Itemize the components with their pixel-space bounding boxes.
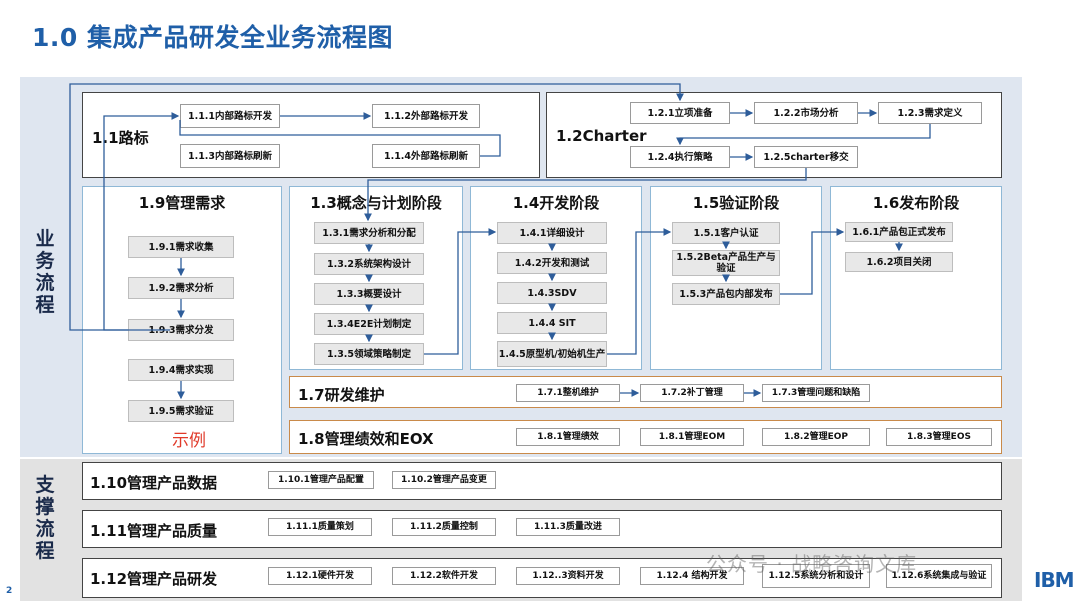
rd-step-6[interactable]: 1.12.6系统集成与验证 — [886, 564, 992, 588]
product-rd-title: 1.12管理产品研发 — [90, 570, 218, 588]
roadmap-title: 1.1路标 — [92, 129, 149, 147]
rd-step-2[interactable]: 1.12.2软件开发 — [392, 567, 496, 585]
watermark: 公众号 · 战略咨询文库 — [706, 552, 918, 576]
arrows — [69, 83, 931, 400]
charter-title: 1.2Charter — [556, 127, 647, 145]
page-number: 2 — [6, 586, 13, 596]
charter-step-4[interactable]: 1.2.4执行策略 — [630, 146, 730, 168]
development-panel — [470, 186, 642, 370]
charter-step-2[interactable]: 1.2.2市场分析 — [754, 102, 858, 124]
concept-step-5[interactable]: 1.3.5领域策略制定 — [314, 343, 424, 365]
eox-title: 1.8管理绩效和EOX — [298, 430, 434, 448]
release-step-2[interactable]: 1.6.2项目关闭 — [845, 252, 953, 272]
eox-step-4[interactable]: 1.8.3管理EOS — [886, 428, 992, 446]
rd-step-3[interactable]: 1.12..3资料开发 — [516, 567, 620, 585]
rd-step-5[interactable]: 1.12.5系统分析和设计 — [762, 564, 870, 588]
charter-step-1[interactable]: 1.2.1立项准备 — [630, 102, 730, 124]
roadmap-step-4[interactable]: 1.1.4外部路标刷新 — [372, 144, 480, 168]
concept-step-3[interactable]: 1.3.3概要设计 — [314, 283, 424, 305]
concept-title: 1.3概念与计划阶段 — [310, 194, 442, 212]
page-title: 1.0 集成产品研发全业务流程图 — [32, 23, 393, 52]
req-step-2[interactable]: 1.9.2需求分析 — [128, 277, 234, 299]
req-step-5[interactable]: 1.9.5需求验证 — [128, 400, 234, 422]
maintenance-title: 1.7研发维护 — [298, 386, 385, 404]
req-step-1[interactable]: 1.9.1需求收集 — [128, 236, 234, 258]
req-step-4[interactable]: 1.9.4需求实现 — [128, 359, 234, 381]
business-flow-label: 业务流程 — [35, 228, 55, 316]
concept-panel — [289, 186, 463, 370]
quality-step-1[interactable]: 1.11.1质量策划 — [268, 518, 372, 536]
roadmap-step-1[interactable]: 1.1.1内部路标开发 — [180, 104, 280, 128]
req-step-3[interactable]: 1.9.3需求分发 — [128, 319, 234, 341]
product-quality-title: 1.11管理产品质量 — [90, 522, 218, 540]
roadmap-step-2[interactable]: 1.1.2外部路标开发 — [372, 104, 480, 128]
quality-step-2[interactable]: 1.11.2质量控制 — [392, 518, 496, 536]
verification-title: 1.5验证阶段 — [692, 194, 780, 212]
eox-step-3[interactable]: 1.8.2管理EOP — [762, 428, 870, 446]
data-step-2[interactable]: 1.10.2管理产品变更 — [392, 471, 496, 489]
dev-step-5[interactable]: 1.4.5原型机/初始机生产 — [497, 341, 607, 367]
rd-step-4[interactable]: 1.12.4 结构开发 — [640, 567, 744, 585]
verify-step-2[interactable]: 1.5.2Beta产品生产与验证 — [672, 250, 780, 276]
rd-step-1[interactable]: 1.12.1硬件开发 — [268, 567, 372, 585]
maint-step-1[interactable]: 1.7.1整机维护 — [516, 384, 620, 402]
charter-step-3[interactable]: 1.2.3需求定义 — [878, 102, 982, 124]
development-title: 1.4开发阶段 — [512, 194, 600, 212]
verification-panel — [650, 186, 822, 370]
support-flow-label: 支撑流程 — [35, 474, 55, 562]
requirements-title: 1.9管理需求 — [138, 194, 226, 212]
release-title: 1.6发布阶段 — [872, 194, 960, 212]
verify-step-3[interactable]: 1.5.3产品包内部发布 — [672, 283, 780, 305]
maint-step-2[interactable]: 1.7.2补丁管理 — [640, 384, 744, 402]
eox-step-2[interactable]: 1.8.1管理EOM — [640, 428, 744, 446]
release-step-1[interactable]: 1.6.1产品包正式发布 — [845, 222, 953, 242]
data-step-1[interactable]: 1.10.1管理产品配置 — [268, 471, 374, 489]
example-label: 示例 — [172, 431, 206, 451]
product-data-title: 1.10管理产品数据 — [90, 474, 218, 492]
product-data-panel — [82, 462, 1002, 500]
ibm-logo: IBM — [1034, 568, 1075, 592]
roadmap-step-3[interactable]: 1.1.3内部路标刷新 — [180, 144, 280, 168]
release-panel — [830, 186, 1002, 370]
charter-step-5[interactable]: 1.2.5charter移交 — [754, 146, 858, 168]
maint-step-3[interactable]: 1.7.3管理问题和缺陷 — [762, 384, 870, 402]
quality-step-3[interactable]: 1.11.3质量改进 — [516, 518, 620, 536]
eox-step-1[interactable]: 1.8.1管理绩效 — [516, 428, 620, 446]
concept-step-1[interactable]: 1.3.1需求分析和分配 — [314, 222, 424, 244]
